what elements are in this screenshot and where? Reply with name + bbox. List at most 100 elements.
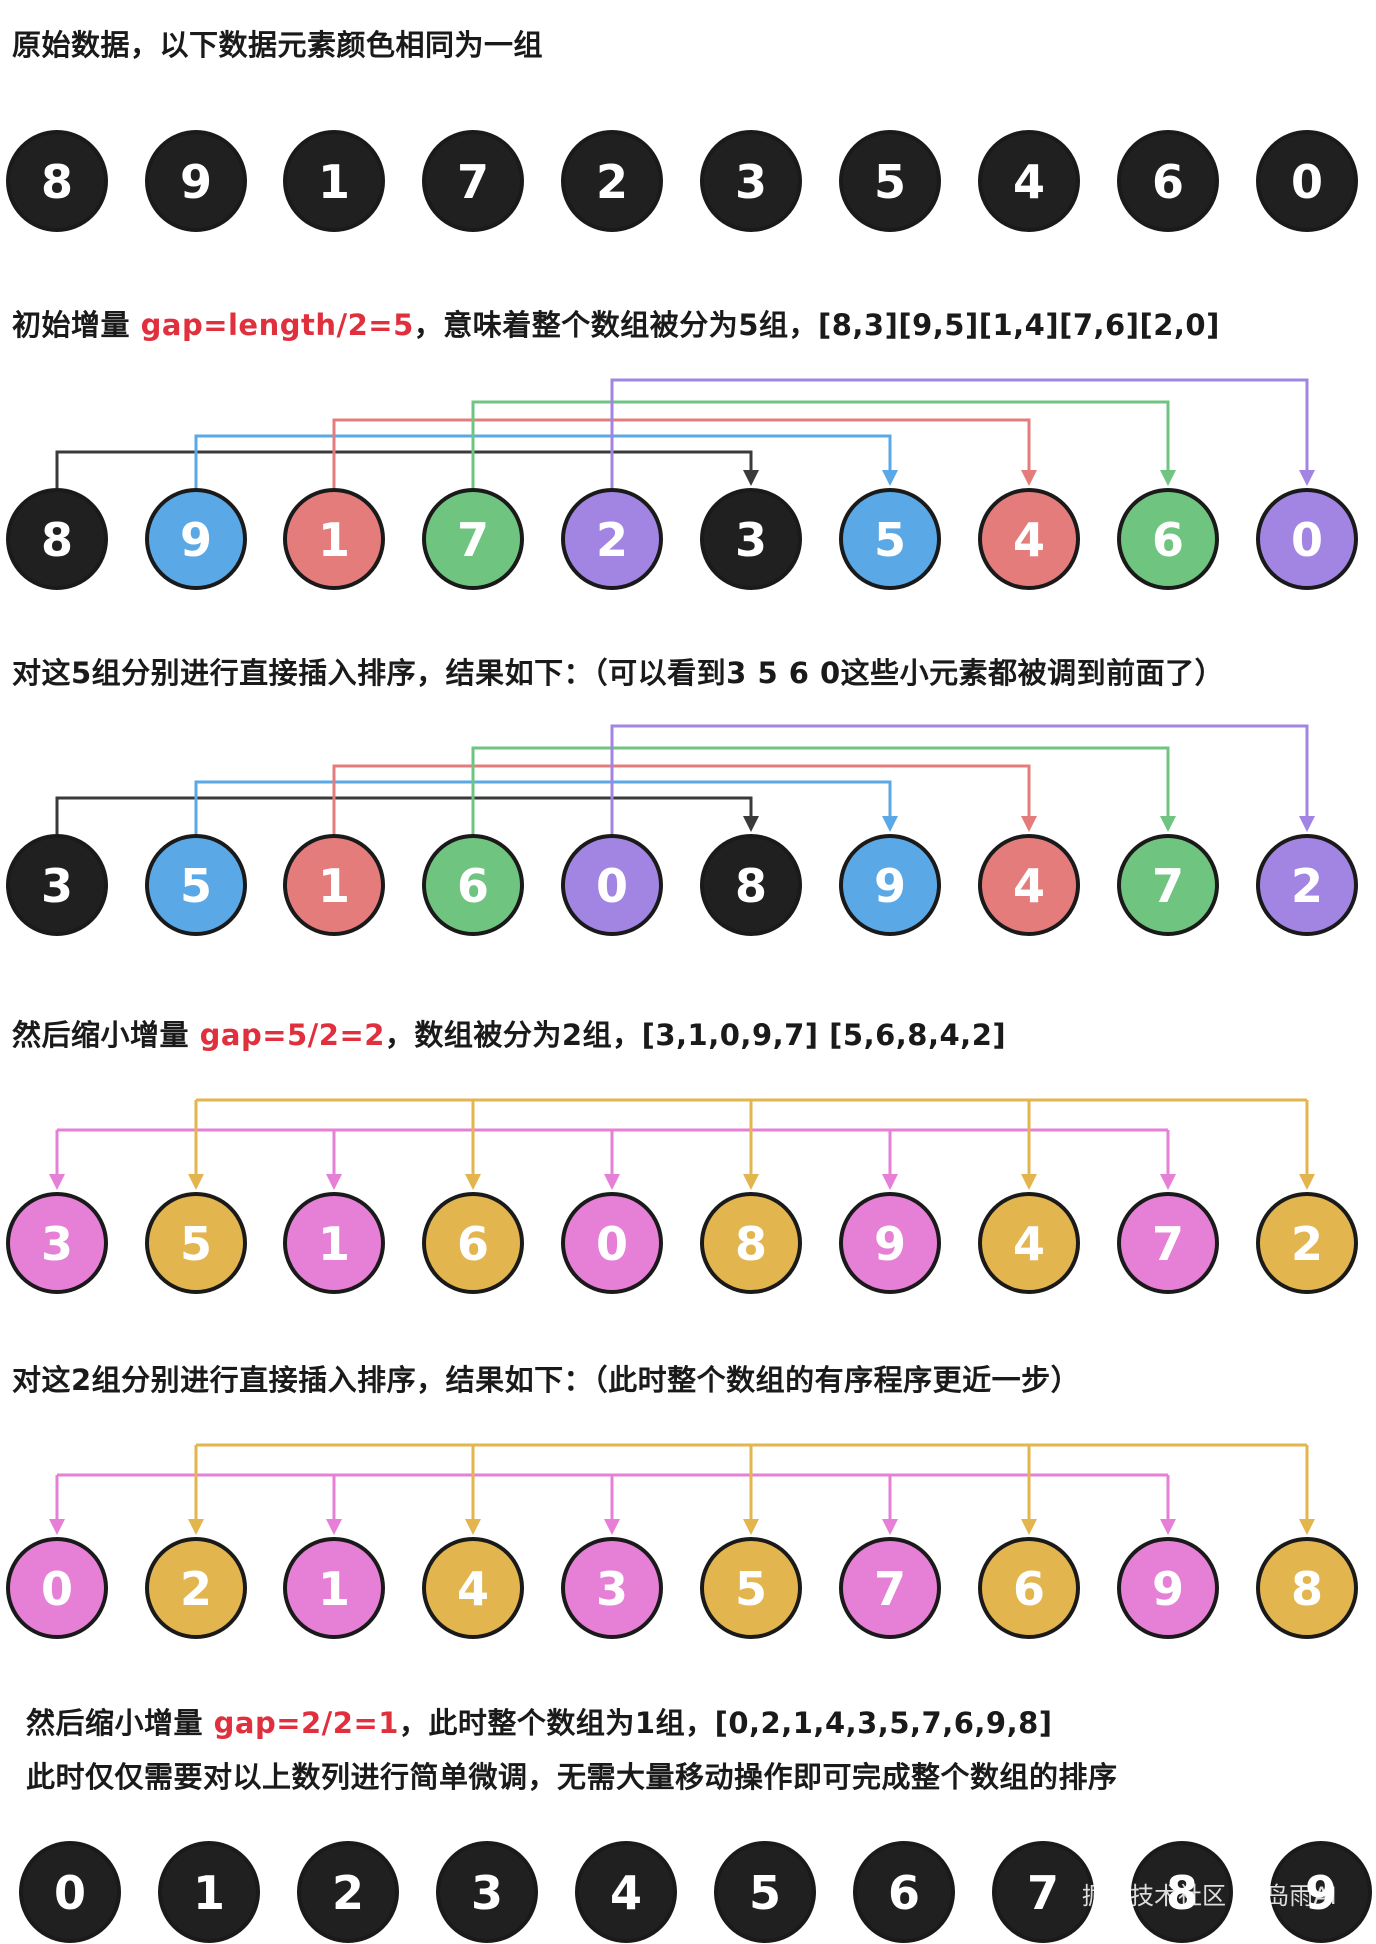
ball-value: 0 xyxy=(1291,155,1323,209)
ball-circle xyxy=(1117,1192,1219,1294)
ball-row5-6: 6 xyxy=(853,1841,955,1943)
caption-gap-5: 初始增量 gap=length/2=5，意味着整个数组被分为5组，[8,3][9… xyxy=(12,308,1220,342)
ball-value: 9 xyxy=(1152,1562,1184,1616)
ball-circle xyxy=(283,1537,385,1639)
ball-value: 3 xyxy=(41,859,73,913)
ball-value: 8 xyxy=(41,155,73,209)
ball-row5-1: 1 xyxy=(158,1841,260,1943)
ball-circle xyxy=(561,1192,663,1294)
ball-value: 8 xyxy=(735,859,767,913)
ball-value: 2 xyxy=(180,1562,212,1616)
ball-row2-8: 7 xyxy=(1117,834,1219,936)
ball-circle xyxy=(978,1537,1080,1639)
pair-connector-2-2 xyxy=(332,764,1031,834)
ball-circle xyxy=(714,1841,816,1943)
drop-arrow-pink-4-6 xyxy=(882,1519,898,1535)
ball-value: 5 xyxy=(874,513,906,567)
ball-row3-1: 5 xyxy=(145,1192,247,1294)
ball-value: 6 xyxy=(1013,1562,1045,1616)
ball-row0-0: 8 xyxy=(6,130,108,232)
drop-arrow-pink-4-0 xyxy=(49,1519,65,1535)
caption-gap-2: 然后缩小增量 gap=5/2=2，数组被分为2组，[3,1,0,9,7] [5,… xyxy=(12,1018,1007,1052)
ball-value: 2 xyxy=(1291,1217,1323,1271)
ball-value: 4 xyxy=(457,1562,489,1616)
ball-row4-8: 9 xyxy=(1117,1537,1219,1639)
drop-arrow-gold-3-7 xyxy=(1021,1174,1037,1190)
ball-value: 4 xyxy=(1013,1217,1045,1271)
ball-row1-6: 5 xyxy=(839,488,941,590)
ball-value: 3 xyxy=(41,1217,73,1271)
ball-circle xyxy=(978,834,1080,936)
ball-row1-2: 1 xyxy=(283,488,385,590)
ball-row1-7: 4 xyxy=(978,488,1080,590)
ball-circle xyxy=(561,488,663,590)
ball-value: 4 xyxy=(1013,513,1045,567)
ball-value: 5 xyxy=(749,1866,781,1920)
ball-row5-5: 5 xyxy=(714,1841,816,1943)
ball-circle xyxy=(158,1841,260,1943)
ball-row2-3: 6 xyxy=(422,834,524,936)
ball-value: 2 xyxy=(596,513,628,567)
ball-row5-3: 3 xyxy=(436,1841,538,1943)
pair-connector-1-4 xyxy=(610,378,1309,488)
ball-row0-1: 9 xyxy=(145,130,247,232)
caption-after-gap-5-sort: 对这5组分别进行直接插入排序，结果如下：（可以看到3 5 6 0这些小元素都被调… xyxy=(12,656,1225,690)
ball-row1-9: 0 xyxy=(1256,488,1358,590)
ball-row5-4: 4 xyxy=(575,1841,677,1943)
ball-value: 4 xyxy=(1013,155,1045,209)
drop-arrow-gold-3-3 xyxy=(465,1174,481,1190)
pair-connector-2-3 xyxy=(471,746,1170,834)
ball-value: 4 xyxy=(610,1866,642,1920)
ball-circle xyxy=(978,488,1080,590)
ball-value: 6 xyxy=(1152,513,1184,567)
pair-arrow-2-0 xyxy=(743,816,759,832)
ball-row3-9: 2 xyxy=(1256,1192,1358,1294)
ball-value: 0 xyxy=(596,1217,628,1271)
ball-row2-6: 9 xyxy=(839,834,941,936)
ball-value: 3 xyxy=(735,155,767,209)
drop-arrow-gold-4-3 xyxy=(465,1519,481,1535)
pair-connector-1-2 xyxy=(332,418,1031,488)
ball-value: 7 xyxy=(457,155,489,209)
ball-value: 1 xyxy=(193,1866,225,1920)
ball-circle xyxy=(145,834,247,936)
ball-row0-5: 3 xyxy=(700,130,802,232)
caption-after-gap-2-sort: 对这2组分别进行直接插入排序，结果如下：（此时整个数组的有序程序更近一步） xyxy=(12,1363,1081,1397)
ball-value: 9 xyxy=(180,513,212,567)
ball-value: 9 xyxy=(1305,1866,1337,1920)
ball-circle xyxy=(1117,1537,1219,1639)
ball-value: 3 xyxy=(735,513,767,567)
ball-row3-6: 9 xyxy=(839,1192,941,1294)
pair-arrow-1-4 xyxy=(1299,470,1315,486)
ball-row0-4: 2 xyxy=(561,130,663,232)
ball-value: 6 xyxy=(457,859,489,913)
ball-row1-1: 9 xyxy=(145,488,247,590)
ball-circle xyxy=(436,1841,538,1943)
ball-circle xyxy=(1256,130,1358,232)
drop-arrow-pink-3-4 xyxy=(604,1174,620,1190)
ball-row4-0: 0 xyxy=(6,1537,108,1639)
ball-circle xyxy=(1117,488,1219,590)
pair-arrow-1-3 xyxy=(1160,470,1176,486)
ball-circle xyxy=(422,130,524,232)
drop-arrow-gold-4-1 xyxy=(188,1519,204,1535)
ball-row0-7: 4 xyxy=(978,130,1080,232)
ball-row1-5: 3 xyxy=(700,488,802,590)
caption-original-data: 原始数据，以下数据元素颜色相同为一组 xyxy=(12,28,544,62)
ball-row0-2: 1 xyxy=(283,130,385,232)
ball-row2-0: 3 xyxy=(6,834,108,936)
ball-row4-3: 4 xyxy=(422,1537,524,1639)
drop-arrow-gold-4-7 xyxy=(1021,1519,1037,1535)
drop-arrow-pink-4-2 xyxy=(326,1519,342,1535)
ball-circle xyxy=(422,834,524,936)
ball-row2-9: 2 xyxy=(1256,834,1358,936)
ball-circle xyxy=(6,1192,108,1294)
ball-circle xyxy=(145,130,247,232)
ball-value: 8 xyxy=(735,1217,767,1271)
ball-circle xyxy=(1256,1192,1358,1294)
ball-circle xyxy=(853,1841,955,1943)
ball-value: 6 xyxy=(457,1217,489,1271)
ball-row4-6: 7 xyxy=(839,1537,941,1639)
ball-row1-3: 7 xyxy=(422,488,524,590)
